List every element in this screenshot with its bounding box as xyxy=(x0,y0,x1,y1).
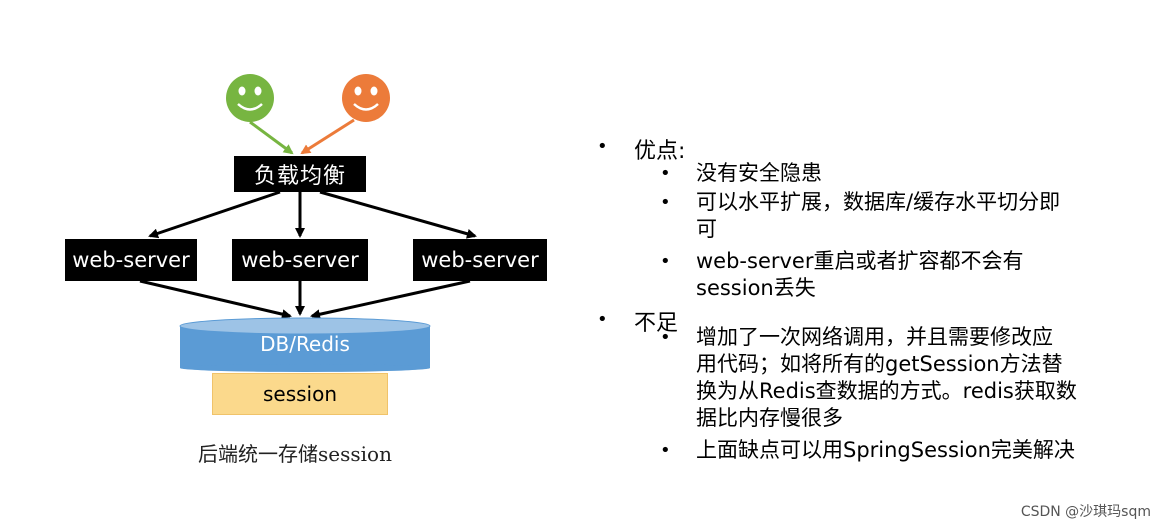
user-orange-smiley-icon xyxy=(342,74,390,122)
cons-item-1-cont-a: 用代码；如将所有的getSession方法替 xyxy=(696,352,1063,376)
pros-item-3: web-server重启或者扩容都不会有 xyxy=(696,249,1024,273)
pros-item-2-cont: 可 xyxy=(696,217,717,241)
arrow-lb-to-ws3 xyxy=(319,190,477,239)
diagram-caption: 后端统一存储session xyxy=(198,442,392,466)
load-balancer-box: 负载均衡 xyxy=(234,156,366,192)
arrow-ws3-to-db xyxy=(310,279,471,320)
bullet-dot: • xyxy=(597,136,608,157)
pros-item-1: 没有安全隐患 xyxy=(696,161,822,185)
cons-item-2: 上面缺点可以用SpringSession完美解决 xyxy=(696,438,1075,462)
bullet-dot: • xyxy=(597,309,608,330)
user-green-smiley-icon xyxy=(226,74,274,122)
pros-title: 优点: xyxy=(634,139,686,164)
cons-item-1: 增加了一次网络调用，并且需要修改应 xyxy=(696,325,1053,349)
web-server-box-1: web-server xyxy=(65,239,197,281)
pros-item-2: 可以水平扩展，数据库/缓存水平切分即 xyxy=(696,190,1061,214)
bullet-dot: • xyxy=(660,163,671,184)
db-redis-cylinder xyxy=(179,317,431,372)
session-box: session xyxy=(212,373,388,415)
bullet-dot: • xyxy=(660,251,671,272)
bullet-dot: • xyxy=(660,192,671,213)
web-server-box-3: web-server xyxy=(413,239,547,281)
cons-item-1-cont-c: 据比内存慢很多 xyxy=(696,406,843,430)
db-redis-label: DB/Redis xyxy=(260,332,350,356)
arrow-ws1-to-db xyxy=(139,279,292,320)
bullet-dot: • xyxy=(660,440,671,461)
bullet-dot: • xyxy=(660,327,671,348)
arrow-orange-to-lb xyxy=(300,118,355,155)
cons-item-1-cont-b: 换为从Redis查数据的方式。redis获取数 xyxy=(696,379,1077,403)
web-server-box-2: web-server xyxy=(232,239,368,281)
cons-title: 不足 xyxy=(634,311,679,336)
csdn-watermark: CSDN @沙琪玛sqm xyxy=(1020,504,1151,520)
arrow-lb-to-ws1 xyxy=(148,190,281,239)
pros-item-3-cont: session丢失 xyxy=(696,276,816,300)
arrow-green-to-lb xyxy=(249,120,294,155)
